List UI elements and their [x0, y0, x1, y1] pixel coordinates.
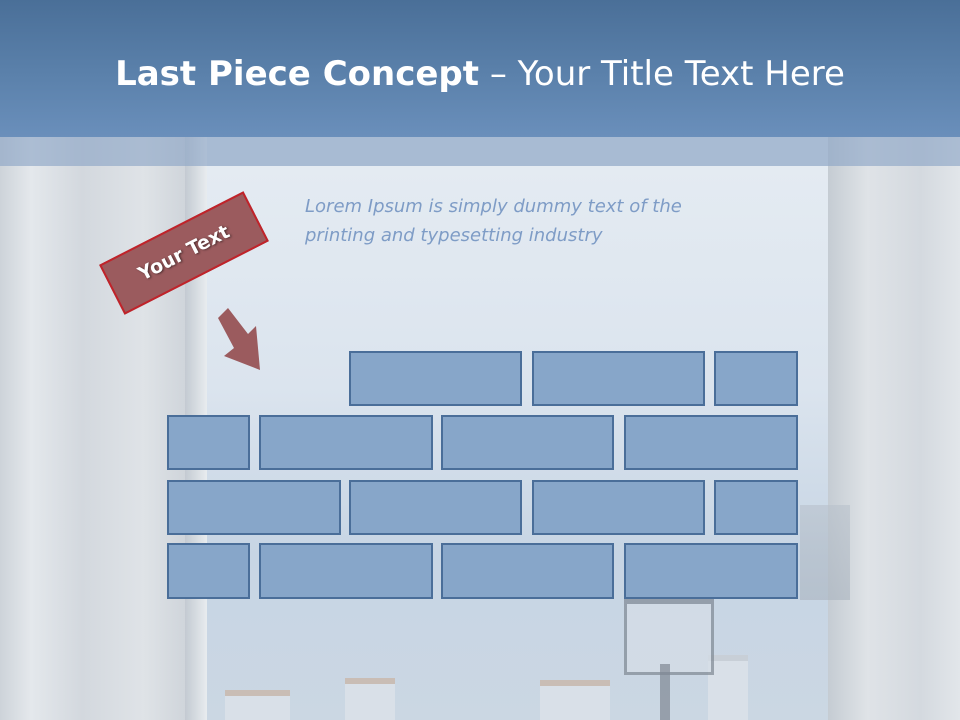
arrow-down-right-icon — [218, 308, 260, 370]
brick — [532, 351, 705, 406]
background-building — [540, 680, 610, 720]
slide-title-bold: Last Piece Concept — [115, 54, 480, 94]
background-street-lamp — [624, 598, 714, 675]
brick — [624, 415, 798, 470]
title-band — [0, 137, 960, 166]
background-balcony — [800, 505, 850, 600]
background-building — [225, 690, 290, 720]
brick — [714, 351, 798, 406]
brick — [349, 480, 522, 535]
brick — [167, 480, 341, 535]
background-wall-right — [828, 136, 960, 720]
brick — [167, 415, 250, 470]
background-lamp-pole — [660, 664, 670, 720]
brick — [259, 415, 433, 470]
background-building — [708, 655, 748, 720]
title-bar — [0, 0, 960, 137]
slide-title-rest: – Your Title Text Here — [479, 54, 845, 94]
background-building — [345, 678, 395, 720]
slide-title: Last Piece Concept – Your Title Text Her… — [0, 52, 960, 96]
brick — [532, 480, 705, 535]
brick — [167, 543, 250, 599]
subtitle-text: Lorem Ipsum is simply dummy text of the … — [305, 196, 682, 246]
brick — [259, 543, 433, 599]
brick — [441, 415, 614, 470]
brick — [714, 480, 798, 535]
brick — [624, 543, 798, 599]
brick — [441, 543, 614, 599]
brick — [349, 351, 522, 406]
